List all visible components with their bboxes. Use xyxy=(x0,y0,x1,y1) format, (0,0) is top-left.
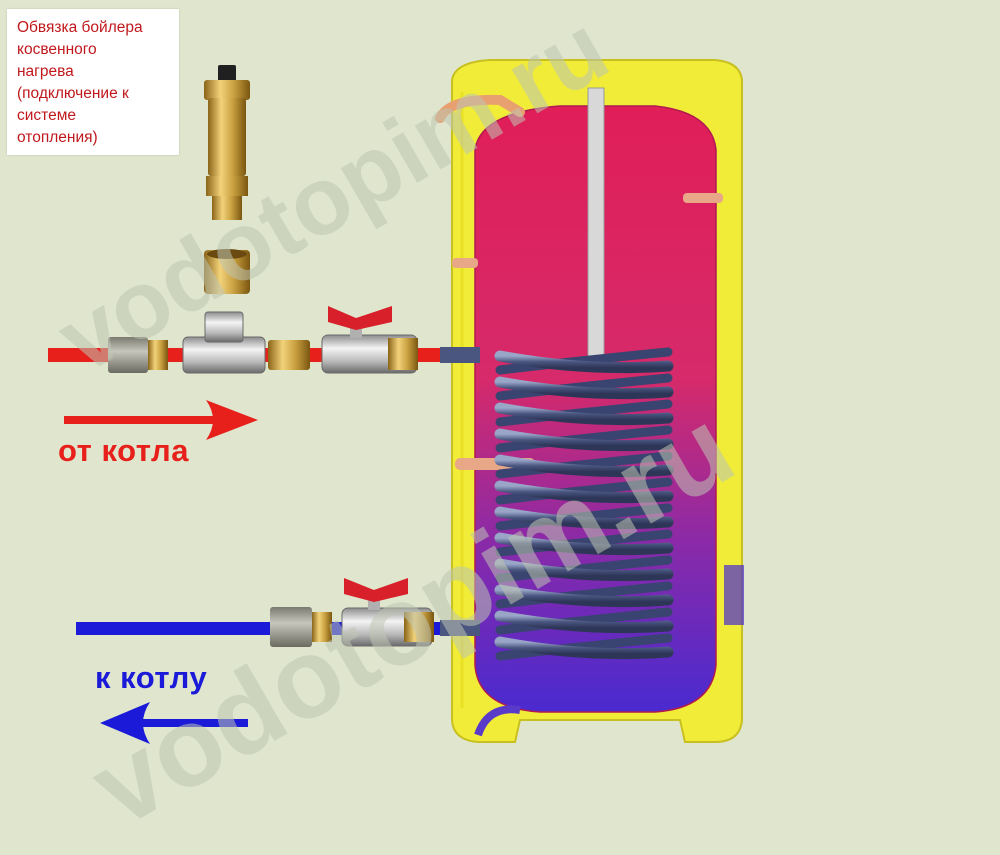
from-boiler-label: от котла xyxy=(58,433,189,468)
coil-turn-back xyxy=(495,451,673,479)
coil-turn-back xyxy=(495,477,673,505)
to-boiler-label: к котлу xyxy=(95,660,208,695)
caption-line: Обвязка бойлера xyxy=(17,19,143,36)
return-union-fitting xyxy=(270,607,332,647)
side-stub-upper xyxy=(683,193,723,203)
coil-turn-back xyxy=(495,607,673,635)
coil-turn xyxy=(494,558,674,582)
caption-line: косвенного xyxy=(17,41,97,58)
coil-turn xyxy=(494,584,674,608)
return-ball-valve xyxy=(341,578,434,647)
anode-rod xyxy=(584,87,608,370)
side-stub-right xyxy=(724,565,744,625)
supply-union-fitting xyxy=(108,337,168,373)
coil-turn-back xyxy=(495,503,673,531)
coil-turn xyxy=(494,480,674,504)
caption-line: системе xyxy=(17,107,76,124)
coil-turn-back xyxy=(495,425,673,453)
reducer-fitting xyxy=(204,249,250,294)
caption-line: (подключение к xyxy=(17,85,129,102)
coil-turn xyxy=(494,636,674,660)
caption-line: отопления) xyxy=(17,129,98,146)
side-stub-left xyxy=(452,258,478,268)
coil-turn xyxy=(494,532,674,556)
ball-valve-icon xyxy=(344,578,408,602)
coil-turn-back xyxy=(495,633,673,661)
coil-turn-back xyxy=(495,373,673,401)
coil-turn-back xyxy=(495,347,673,375)
heat-exchanger-coil xyxy=(494,347,674,661)
caption-line: нагрева xyxy=(17,63,74,80)
coil-turn xyxy=(494,454,674,478)
coil-turn xyxy=(494,376,674,400)
arrow-left-icon xyxy=(100,702,248,744)
coil-turn xyxy=(494,506,674,530)
supply-ball-valve xyxy=(321,306,418,374)
arrow-right-icon xyxy=(64,400,258,440)
top-hot-outlet-pipe xyxy=(435,94,525,123)
tee-fitting xyxy=(182,311,266,374)
coil-turn xyxy=(494,428,674,452)
brass-nipple xyxy=(268,340,310,370)
coil-turn-back xyxy=(495,581,673,609)
coil-turn-back xyxy=(495,555,673,583)
bottom-drain-pipe xyxy=(474,705,521,737)
coil-turn xyxy=(494,350,674,374)
coil-turn-back xyxy=(495,529,673,557)
air-vent-icon xyxy=(204,65,250,220)
caption-box: Обвязка бойлера косвенного нагрева (подк… xyxy=(7,9,179,155)
coil-turn xyxy=(494,402,674,426)
coil-turn-back xyxy=(495,399,673,427)
ball-valve-icon xyxy=(328,306,392,330)
coil-turn xyxy=(494,610,674,634)
